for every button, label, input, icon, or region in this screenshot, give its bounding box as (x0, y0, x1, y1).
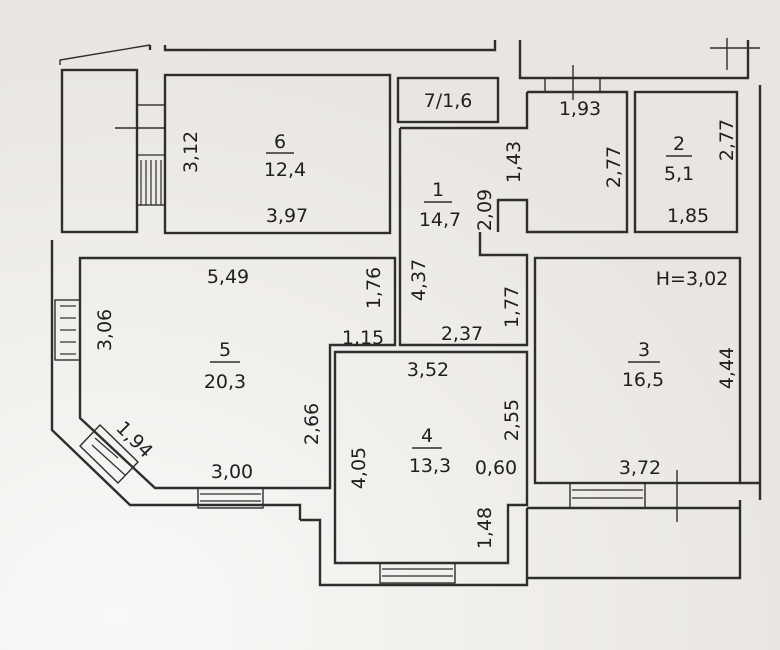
room-7-walls (396, 76, 500, 124)
window-room-5-bottom (197, 487, 264, 509)
room-1-number: 1 (432, 179, 444, 201)
room-6-area: 12,4 (264, 159, 306, 181)
dim-r6-height: 3,12 (180, 131, 202, 173)
dim-r1-4-37: 4,37 (408, 259, 430, 301)
dim-r4-2-55: 2,55 (501, 399, 523, 441)
room-5-walls (78, 256, 397, 490)
window-room-6 (115, 104, 166, 206)
window-room-5-left (54, 299, 81, 361)
room-4-walls (333, 350, 529, 565)
dim-r4-width: 3,52 (407, 359, 449, 381)
room-5-outer-wall (50, 240, 302, 520)
dim-r3-width: 3,72 (619, 457, 661, 479)
room-4-number: 4 (421, 425, 433, 447)
dim-r4-4-05: 4,05 (348, 447, 370, 489)
dim-r2-width: 1,85 (667, 205, 709, 227)
room-2-number: 2 (673, 133, 685, 155)
dim-r1-2-09: 2,09 (474, 189, 496, 231)
dim-r1-2-37: 2,37 (441, 323, 483, 345)
dim-r1-1-76: 1,76 (363, 267, 385, 309)
room-3-number: 3 (638, 339, 650, 361)
room-1-area: 14,7 (419, 209, 461, 231)
outer-walls (59, 38, 762, 580)
dim-r5-3-00: 3,00 (211, 461, 253, 483)
dim-r4-1-48: 1,48 (474, 507, 496, 549)
bath-vent (544, 65, 601, 100)
room-6-number: 6 (274, 131, 286, 153)
room-4-outer-wall (300, 508, 529, 587)
window-room-4 (379, 562, 456, 584)
room-5-area: 20,3 (204, 371, 246, 393)
room-1-walls (398, 92, 529, 347)
dim-r5-3-06: 3,06 (94, 309, 116, 351)
room-2-walls (633, 90, 739, 234)
dim-r3-height: 4,44 (716, 347, 738, 389)
dim-r6-width: 3,97 (266, 205, 308, 227)
dim-r1-1-15: 1,15 (342, 327, 384, 349)
dim-r2-height: 2,77 (716, 119, 738, 161)
dim-r1-1-77: 1,77 (501, 286, 523, 328)
dim-r5-2-66: 2,66 (301, 403, 323, 445)
dim-r5-width: 5,49 (207, 266, 249, 288)
ceiling-height: H=3,02 (656, 268, 729, 290)
window-room-5-bay (79, 424, 139, 484)
room-3-area: 16,5 (622, 369, 664, 391)
room-5-number: 5 (219, 339, 231, 361)
window-room-3 (569, 470, 678, 522)
dim-corr-1-43: 1,43 (503, 141, 525, 183)
room-2-area: 5,1 (664, 163, 694, 185)
dim-corr-2-77: 2,77 (603, 146, 625, 188)
room-4-area: 13,3 (409, 455, 451, 477)
room-7-label: 7/1,6 (424, 90, 473, 112)
dim-r4-0-60: 0,60 (475, 457, 517, 479)
dim-bath-width: 1,93 (559, 98, 601, 120)
bathroom-walls (496, 90, 629, 234)
